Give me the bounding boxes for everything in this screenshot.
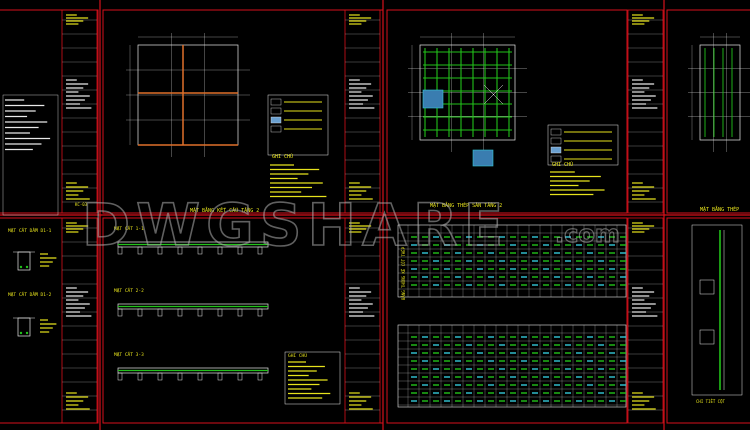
sheet4-label-2: MẶT CẮT DẦM D1-2 xyxy=(8,291,52,298)
schedule-table xyxy=(397,324,627,408)
title-block xyxy=(344,9,381,214)
rebar-dot xyxy=(19,265,23,269)
sheet-frame xyxy=(386,9,628,214)
title-block xyxy=(627,217,664,424)
rebar-dot xyxy=(25,331,29,335)
sheet5-notes-title: GHI CHÚ xyxy=(288,352,307,359)
sheet2-notes-title: GHI CHÚ xyxy=(552,161,573,168)
column-stub xyxy=(217,246,223,255)
column-detail-frame xyxy=(691,224,743,396)
column-stub xyxy=(157,372,163,381)
watermark-brand: DWGSHARE xyxy=(82,191,509,259)
rebar-dot xyxy=(19,331,23,335)
notes-box xyxy=(284,351,341,405)
table-box xyxy=(2,94,59,216)
title-block xyxy=(627,9,664,214)
column-stub xyxy=(137,246,143,255)
column-stub xyxy=(257,308,263,317)
slab-hatch xyxy=(472,149,494,167)
column-stub xyxy=(197,372,203,381)
sheet-frame xyxy=(386,217,628,424)
title-block xyxy=(61,217,98,424)
sheet4-label-1: MẶT CẮT DẦM D1-1 xyxy=(8,227,52,234)
column-stub xyxy=(177,246,183,255)
legend-swatch xyxy=(270,125,282,133)
column-stub xyxy=(197,308,203,317)
sheet-frame xyxy=(0,217,99,424)
column-section xyxy=(699,329,715,345)
stair-void xyxy=(483,84,504,105)
legend-swatch xyxy=(550,155,562,163)
column-section xyxy=(699,279,715,295)
column-stub xyxy=(257,372,263,381)
column-stub xyxy=(257,246,263,255)
sheet1-notes-title: GHI CHÚ xyxy=(272,153,293,160)
sheet-frame xyxy=(102,9,384,214)
legend-swatch xyxy=(270,98,282,106)
column-stub xyxy=(117,246,123,255)
titleblock-sheet-no: KC-03 xyxy=(75,202,88,207)
title-block xyxy=(61,9,98,214)
slab-hatch xyxy=(422,89,444,109)
column-stub xyxy=(237,308,243,317)
column-stub xyxy=(217,308,223,317)
legend-swatch xyxy=(550,137,562,145)
sheet-frame xyxy=(666,217,750,424)
column-stub xyxy=(237,246,243,255)
column-stub xyxy=(117,372,123,381)
column-stub xyxy=(137,372,143,381)
sheet5-label-3: MẶT CẮT 3-3 xyxy=(114,351,144,358)
column-stub xyxy=(157,308,163,317)
watermark: DWGSHARE .com xyxy=(81,190,620,260)
sheet7-label: CHI TIẾT CỘT xyxy=(696,399,725,404)
sheet5-label-1: MẶT CẮT 1-1 xyxy=(114,225,144,232)
section-detail xyxy=(17,317,31,337)
legend-swatch xyxy=(550,128,562,136)
section-detail xyxy=(17,251,31,271)
column-stub xyxy=(157,246,163,255)
column-stub xyxy=(217,372,223,381)
legend-box xyxy=(267,94,329,156)
column-stub xyxy=(117,308,123,317)
title-block xyxy=(344,217,381,424)
column-stub xyxy=(237,372,243,381)
column-stub xyxy=(177,372,183,381)
column-stub xyxy=(177,308,183,317)
legend-swatch xyxy=(550,146,562,154)
legend-box xyxy=(547,124,619,166)
column-stub xyxy=(137,308,143,317)
sheet-frame xyxy=(0,9,99,214)
legend-swatch xyxy=(270,107,282,115)
sheet-frame xyxy=(666,9,750,214)
sheet6-label: BẢNG THỐNG KÊ CỐT THÉP xyxy=(401,246,406,300)
column-stub xyxy=(197,246,203,255)
rebar-dot xyxy=(25,265,29,269)
sheet5-label-2: MẶT CẮT 2-2 xyxy=(114,287,144,294)
sheet2-title: MẶT BẰNG THÉP SÀN TẦNG 2 xyxy=(430,201,502,209)
sheet1-title: MẶT BẰNG KẾT CẤU TẦNG 2 xyxy=(190,206,259,214)
sheet3-title: MẶT BẰNG THÉP xyxy=(700,205,739,213)
legend-swatch xyxy=(270,116,282,124)
watermark-suffix: .com xyxy=(555,220,620,248)
